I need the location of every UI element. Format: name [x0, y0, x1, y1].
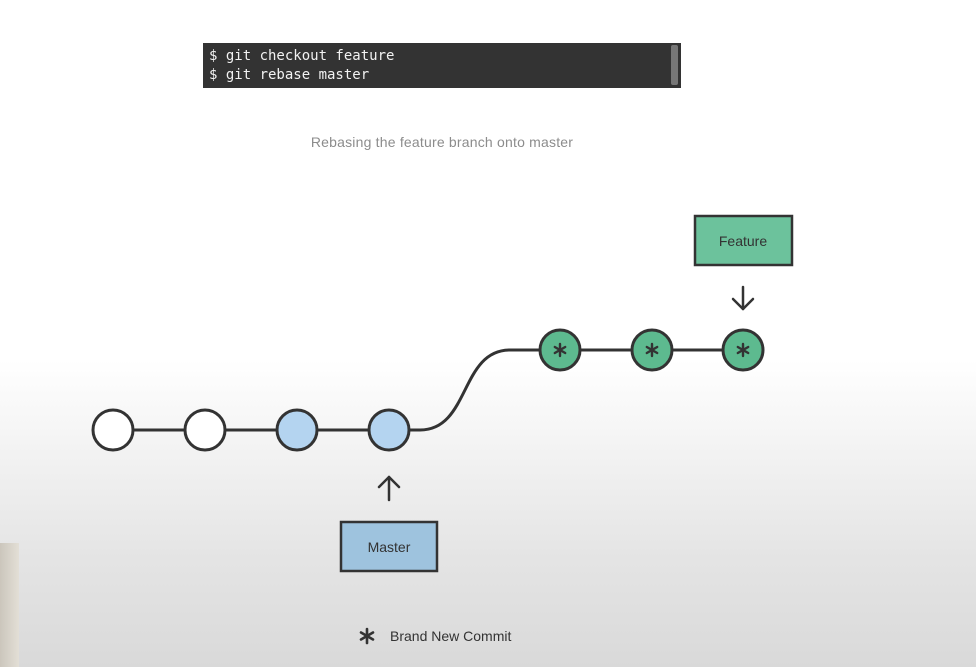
master-commit-node-1 — [275, 408, 319, 452]
terminal-window: $ git checkout feature $ git rebase mast… — [203, 43, 681, 88]
new-commit-node-3 — [721, 328, 765, 372]
terminal-scrollbar[interactable] — [671, 45, 678, 85]
legend: Brand New Commit — [359, 627, 511, 645]
new-commit-star-icon — [736, 342, 750, 358]
master-commit-node-2 — [367, 408, 411, 452]
new-commit-node-1 — [538, 328, 582, 372]
feature-label-text: Feature — [719, 233, 767, 249]
new-commit-star-icon — [553, 342, 567, 358]
rebase-curve — [389, 348, 560, 432]
commit-node-1 — [91, 408, 135, 452]
diagram-caption: Rebasing the feature branch onto master — [310, 134, 574, 150]
feature-arrow-down-icon — [731, 285, 755, 311]
terminal-line-rebase: $ git rebase master — [209, 67, 370, 83]
legend-star-icon — [359, 627, 375, 645]
master-branch-label: Master — [339, 520, 439, 573]
master-label-text: Master — [368, 539, 411, 555]
terminal-line-checkout: $ git checkout feature — [209, 48, 395, 64]
commit-node-2 — [183, 408, 227, 452]
new-commit-node-2 — [630, 328, 674, 372]
legend-label: Brand New Commit — [390, 628, 511, 644]
video-thumbnail-edge — [0, 543, 19, 667]
feature-branch-label: Feature — [693, 214, 794, 267]
new-commit-star-icon — [645, 342, 659, 358]
master-arrow-up-icon — [377, 475, 401, 502]
